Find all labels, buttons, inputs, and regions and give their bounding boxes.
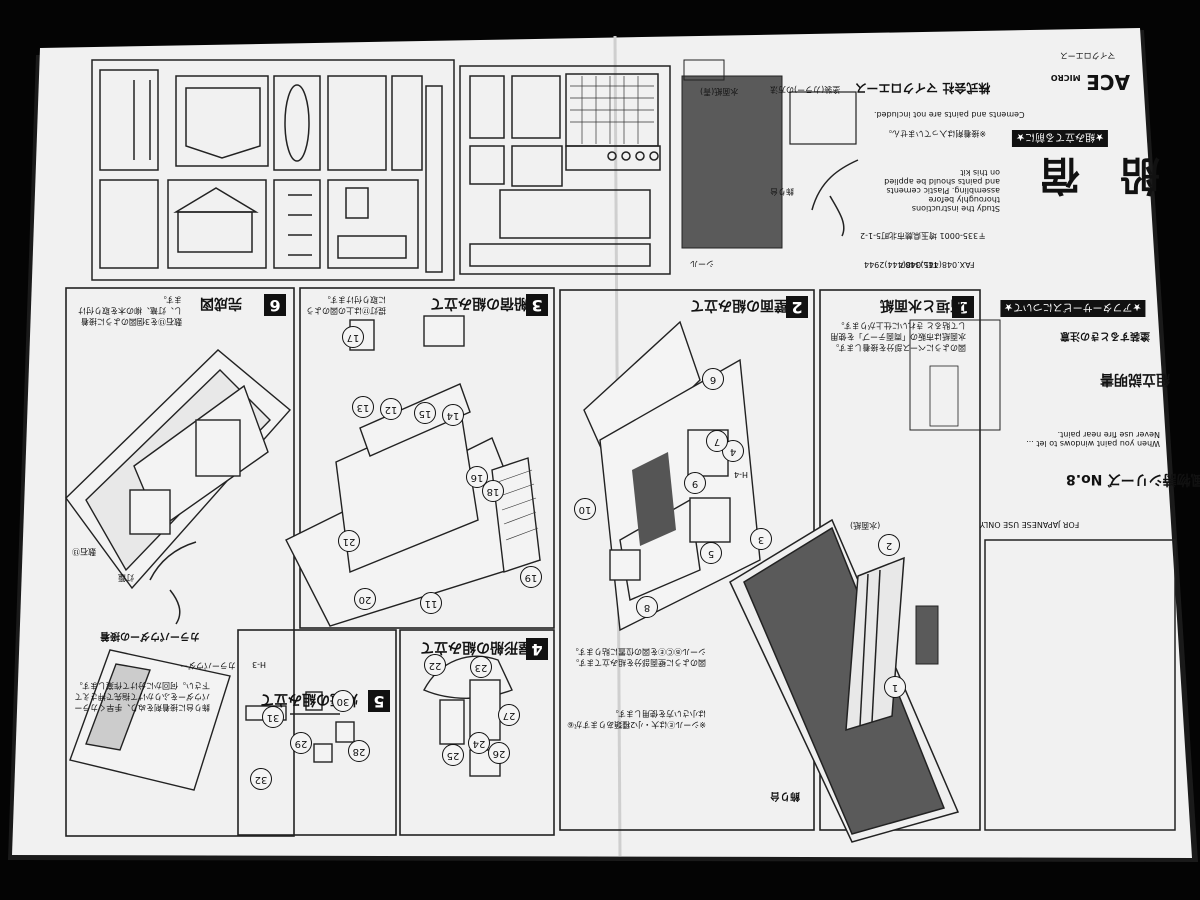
part-28: 28 bbox=[348, 740, 370, 762]
step-2-label: 壁面の組み立て bbox=[690, 297, 788, 313]
step-6-text: 敷石⑬を3個図のように接着し、灯篭、柳の木を取り付けます。 bbox=[78, 295, 182, 326]
after-service-table bbox=[909, 319, 1001, 431]
step-3-number: 3 bbox=[526, 294, 548, 316]
step-2-text: 図のように壁面部分を組み立てます。シールⒷⒸⒺを図の位置に貼ります。 bbox=[570, 647, 706, 667]
before-assembly-header: ★組み立てる前に★ bbox=[1012, 130, 1108, 147]
willow-tree bbox=[811, 159, 859, 237]
color-powder-box bbox=[789, 91, 857, 145]
document-type: 組立説明書 bbox=[1100, 371, 1170, 387]
complete-diagram bbox=[65, 349, 292, 590]
seal-label: シール bbox=[690, 259, 714, 268]
part-13: 13 bbox=[352, 396, 374, 418]
part-19: 19 bbox=[520, 566, 542, 588]
water-paper-small bbox=[915, 605, 939, 665]
company-fax: FAX.048(445)3407 bbox=[900, 260, 975, 269]
parts-sprue-diagram-2 bbox=[459, 65, 671, 275]
h4-label: H-4 bbox=[734, 470, 748, 479]
wall-panel-dark bbox=[632, 452, 676, 546]
part-22: 22 bbox=[424, 654, 446, 676]
base-diagram bbox=[729, 518, 960, 843]
step-3-text: 提灯⑰は上の図のように取り付けます。 bbox=[306, 295, 386, 315]
part-3: 3 bbox=[750, 528, 772, 550]
part-1: 1 bbox=[884, 676, 906, 698]
part-32: 32 bbox=[250, 768, 272, 790]
parts-note: ※接着剤は入っていません。 bbox=[884, 129, 987, 138]
step-1-label: 石垣と水面紙 bbox=[880, 297, 964, 313]
part-9: 9 bbox=[684, 472, 706, 494]
parts-sprue-diagram bbox=[91, 59, 455, 281]
color-paint-note: 塗装(カラー)の方法 bbox=[770, 85, 841, 94]
part-25: 25 bbox=[442, 744, 464, 766]
stand-sample bbox=[683, 59, 725, 81]
powder-detail bbox=[69, 649, 231, 791]
inn-shoji bbox=[497, 469, 539, 541]
step-6-label: 完成図 bbox=[200, 295, 242, 311]
english-note-3: When you paint windows to let ... Never … bbox=[1026, 430, 1160, 448]
english-note-2: Cements and paints are not included. bbox=[874, 110, 1025, 119]
step-1-text: 図のようにベース部分を接着します。水面紙は市販の「両面テープ」を使用して貼ると … bbox=[830, 321, 966, 352]
shoji-grid bbox=[570, 76, 654, 144]
brand-name: ACE bbox=[1086, 70, 1130, 94]
water-paper-sample bbox=[681, 75, 783, 249]
brand-logo: ACE MICRO bbox=[1040, 70, 1130, 94]
display-stand-label-top: 飾り台 bbox=[770, 187, 794, 196]
company-name: 株式会社 マイクロエース bbox=[855, 81, 991, 95]
english-note-4: FOR JAPANESE USE ONLY bbox=[980, 520, 1080, 529]
powder-title: カラーパウダーの接着 bbox=[100, 630, 200, 641]
part-27: 27 bbox=[498, 704, 520, 726]
part-11: 11 bbox=[420, 592, 442, 614]
part-2: 2 bbox=[878, 534, 900, 556]
lantern-label: 灯籠 bbox=[118, 573, 134, 582]
part-7: 7 bbox=[706, 430, 728, 452]
part-12: 12 bbox=[380, 398, 402, 420]
step-6-number: 6 bbox=[264, 294, 286, 316]
boat-diagram bbox=[423, 655, 513, 777]
part-5: 5 bbox=[700, 542, 722, 564]
part-6: 6 bbox=[702, 368, 724, 390]
series-name: 風物詩シリーズ No.8 bbox=[1066, 471, 1200, 487]
part-31: 31 bbox=[262, 706, 284, 728]
brand-micro: MICRO bbox=[1050, 73, 1081, 82]
part-15: 15 bbox=[414, 402, 436, 424]
right-text-panel bbox=[984, 539, 1176, 831]
part-26: 26 bbox=[488, 742, 510, 764]
part-23: 23 bbox=[470, 656, 492, 678]
part-29: 29 bbox=[290, 732, 312, 754]
step-4-text: ※シールⒺは大・小2種類ありますが⑥は小さい方を使用します。 bbox=[567, 709, 706, 729]
display-stand-label: 飾り台 bbox=[770, 790, 800, 801]
after-service-header: ★アフターサービスについて★ bbox=[1000, 300, 1146, 317]
part-18: 18 bbox=[482, 480, 504, 502]
english-note-1: Study the instructions thoroughly before… bbox=[884, 168, 1000, 213]
part-20: 20 bbox=[354, 588, 376, 610]
part-10: 10 bbox=[574, 498, 596, 520]
step-panels bbox=[65, 287, 981, 837]
paving-label: 敷石⑬ bbox=[72, 547, 96, 556]
powder-text: 飾り台に接着剤をぬり、手早くカラーパウダーをふりかけて指先で押さえて下さい。何回… bbox=[74, 681, 210, 712]
product-title: 船 宿 bbox=[1040, 152, 1160, 199]
h3-label: H-3 bbox=[252, 660, 266, 669]
part-14: 14 bbox=[442, 404, 464, 426]
wall-diagram bbox=[583, 320, 761, 632]
water-paper-color-label: 水面紙(青) bbox=[700, 87, 739, 96]
water-paper-label: (水面紙) bbox=[850, 521, 881, 530]
brand-kana: マイクロエース bbox=[1060, 51, 1116, 60]
part-21: 21 bbox=[338, 530, 360, 552]
step-2-number: 2 bbox=[786, 296, 808, 318]
color-powder-label: カラーパウダー bbox=[180, 661, 236, 670]
part-24: 24 bbox=[468, 732, 490, 754]
step-3-label: 船宿の組み立て bbox=[430, 295, 528, 311]
part-17: 17 bbox=[342, 326, 364, 348]
part-8: 8 bbox=[636, 596, 658, 618]
willow-complete bbox=[149, 541, 197, 625]
step-5-number: 5 bbox=[368, 690, 390, 712]
paint-header: 塗装するときの注意 bbox=[1060, 330, 1150, 341]
company-address: 〒335-0001 埼玉県蕨市北町5-1-2 bbox=[860, 231, 987, 240]
part-30: 30 bbox=[332, 690, 354, 712]
